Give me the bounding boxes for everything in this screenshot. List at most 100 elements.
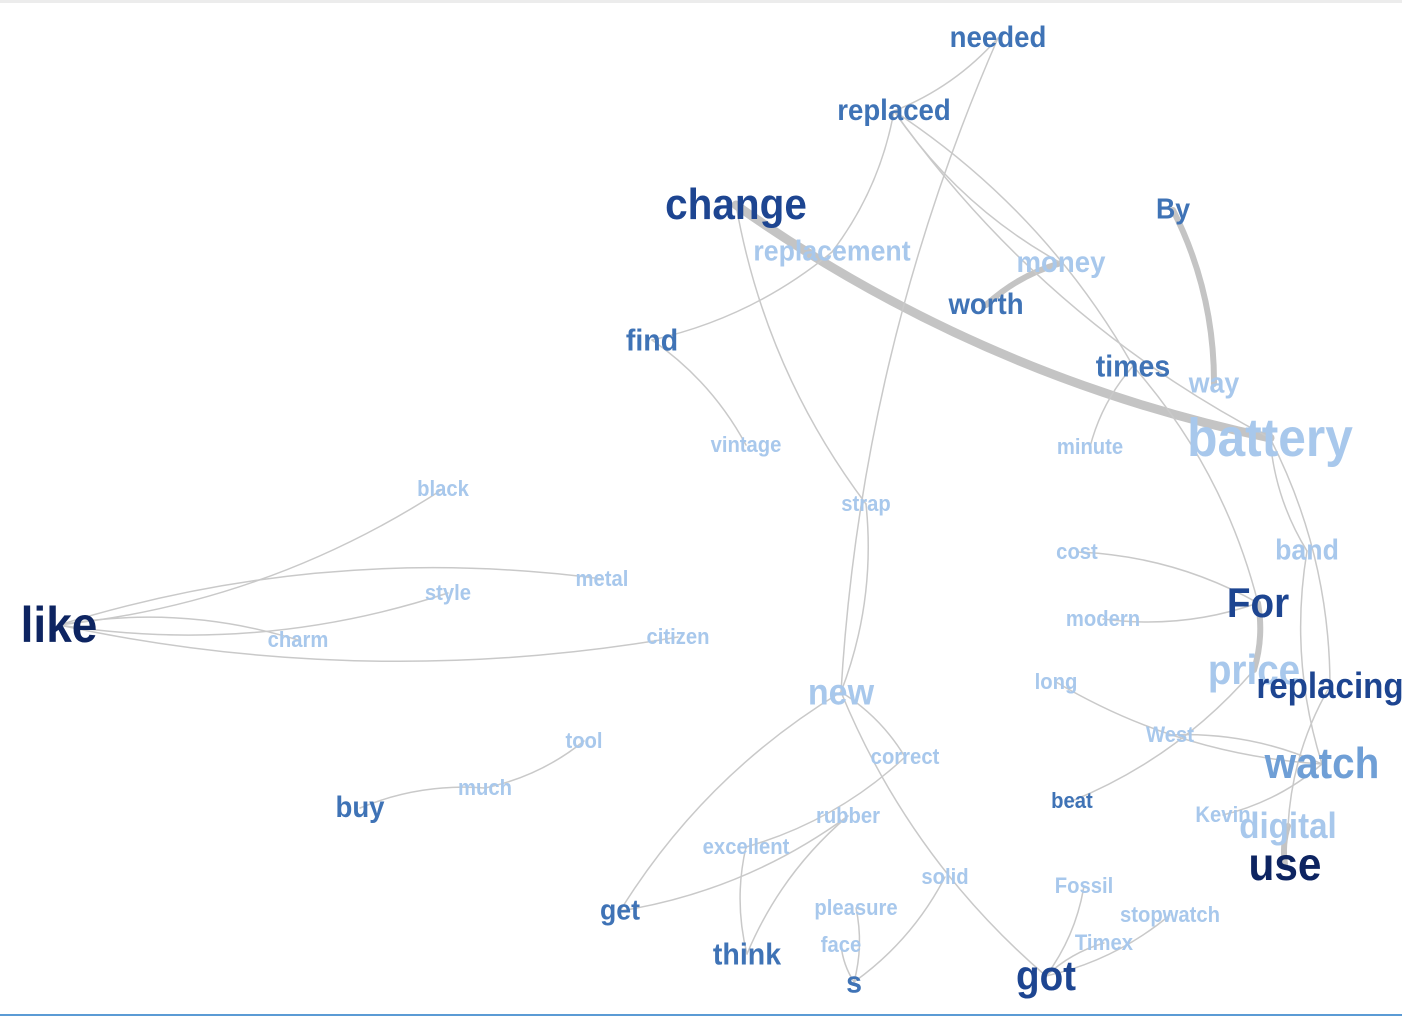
word-node-charm[interactable]: charm — [267, 627, 329, 652]
edge-like-metal — [58, 566, 603, 626]
word-node-times[interactable]: times — [1095, 348, 1171, 384]
word-node-minute[interactable]: minute — [1056, 434, 1124, 459]
word-node-correct[interactable]: correct — [870, 744, 940, 769]
word-node-black[interactable]: black — [417, 476, 469, 501]
edge-like-black — [58, 488, 444, 626]
edge-needed-new — [840, 37, 999, 693]
edge-change-battery — [731, 200, 1275, 443]
edge-battery-replacing — [1269, 437, 1331, 687]
word-node-vintage[interactable]: vintage — [710, 432, 782, 457]
edge-By-way — [1170, 207, 1218, 387]
word-node-tool[interactable]: tool — [565, 728, 603, 753]
word-node-money[interactable]: money — [1016, 246, 1106, 279]
word-node-get[interactable]: get — [599, 894, 641, 927]
word-node-rubber[interactable]: rubber — [815, 803, 881, 828]
edge-got-stopwatch — [1045, 914, 1171, 977]
edge-cost-For — [1076, 551, 1259, 604]
word-node-kevin[interactable]: Kevin — [1195, 802, 1251, 827]
word-node-west[interactable]: West — [1146, 722, 1194, 747]
edge-replaced-times — [893, 110, 1134, 367]
edge-price-beat — [1071, 669, 1255, 802]
edge-replaced-replacement — [831, 110, 895, 253]
word-node-s[interactable]: s — [846, 964, 862, 1000]
edge-find-vintage — [651, 339, 747, 446]
edge-much-tool — [484, 740, 585, 789]
edge-replacing-digital — [1287, 685, 1331, 827]
edge-long-watch — [1055, 681, 1323, 765]
bottom-border — [0, 1014, 1402, 1016]
edge-solid-s — [853, 876, 946, 983]
word-node-cost[interactable]: cost — [1056, 539, 1098, 564]
word-node-citizen[interactable]: citizen — [646, 624, 710, 649]
word-node-like[interactable]: like — [20, 597, 98, 653]
edge-band-watch — [1299, 550, 1323, 765]
word-node-beat[interactable]: beat — [1051, 788, 1093, 813]
edge-new-got — [840, 691, 1047, 977]
edge-modern-For — [1102, 602, 1259, 623]
word-node-face[interactable]: face — [820, 932, 862, 957]
word-node-price[interactable]: price — [1207, 646, 1301, 693]
edge-excellent-think — [739, 846, 748, 955]
top-border — [0, 0, 1402, 3]
edge-rubber-think — [746, 815, 849, 955]
edge-correct-excellent — [745, 756, 906, 848]
word-node-pleasure[interactable]: pleasure — [814, 895, 898, 920]
word-node-got[interactable]: got — [1015, 952, 1077, 999]
word-node-find[interactable]: find — [625, 322, 679, 358]
edge-new-get — [619, 691, 842, 912]
edge-replacement-find — [651, 251, 833, 341]
word-node-buy[interactable]: buy — [335, 791, 385, 824]
edge-like-citizen — [58, 624, 679, 663]
edge-pleasure-s — [853, 907, 861, 983]
edge-times-For — [1132, 365, 1259, 604]
word-node-stopwatch[interactable]: stopwatch — [1119, 902, 1221, 927]
word-node-use[interactable]: use — [1248, 838, 1322, 890]
word-node-new[interactable]: new — [807, 671, 875, 713]
word-node-fossil[interactable]: Fossil — [1054, 873, 1114, 898]
edge-West-watch — [1169, 733, 1323, 765]
word-node-replacement[interactable]: replacement — [753, 235, 911, 268]
edge-needed-replaced — [893, 37, 999, 112]
word-node-replacing[interactable]: replacing — [1256, 665, 1402, 706]
edge-For-price — [1251, 600, 1264, 673]
word-node-style[interactable]: style — [424, 580, 472, 605]
edge-strap-new — [840, 503, 869, 693]
edge-face-s — [840, 944, 855, 983]
edge-times-minute — [1089, 365, 1134, 448]
edge-battery-band — [1269, 437, 1308, 552]
word-node-much[interactable]: much — [458, 775, 512, 800]
edge-change-strap — [735, 204, 867, 505]
word-node-for[interactable]: For — [1226, 579, 1290, 626]
word-node-change[interactable]: change — [665, 180, 807, 229]
word-node-worth[interactable]: worth — [948, 288, 1024, 321]
word-node-watch[interactable]: watch — [1264, 739, 1380, 788]
word-node-battery[interactable]: battery — [1187, 408, 1353, 468]
edge-money-worth — [983, 260, 1064, 308]
edge-like-style — [58, 592, 449, 636]
word-node-excellent[interactable]: excellent — [702, 834, 790, 859]
word-node-solid[interactable]: solid — [921, 864, 969, 889]
word-node-think[interactable]: think — [712, 936, 782, 972]
word-node-replaced[interactable]: replaced — [837, 94, 951, 127]
word-node-timex[interactable]: Timex — [1074, 930, 1134, 955]
edge-new-correct — [840, 691, 906, 758]
word-node-by[interactable]: By — [1155, 193, 1191, 226]
word-node-modern[interactable]: modern — [1065, 606, 1141, 631]
edge-replaced-battery — [893, 110, 1271, 439]
word-node-metal[interactable]: metal — [575, 566, 629, 591]
edge-got-Fossil — [1045, 885, 1085, 977]
word-node-long[interactable]: long — [1034, 669, 1078, 694]
edge-digital-use — [1280, 823, 1291, 867]
word-node-needed[interactable]: needed — [949, 21, 1047, 54]
edge-like-charm — [58, 616, 299, 641]
word-node-strap[interactable]: strap — [841, 491, 891, 516]
word-node-band[interactable]: band — [1275, 534, 1339, 567]
edge-watch-Kevin — [1222, 763, 1323, 816]
edge-replaced-money — [893, 110, 1062, 264]
word-node-digital[interactable]: digital — [1239, 805, 1337, 846]
word-node-way[interactable]: way — [1188, 367, 1240, 400]
edge-got-Timex — [1045, 942, 1105, 977]
edge-buy-much — [359, 786, 486, 809]
